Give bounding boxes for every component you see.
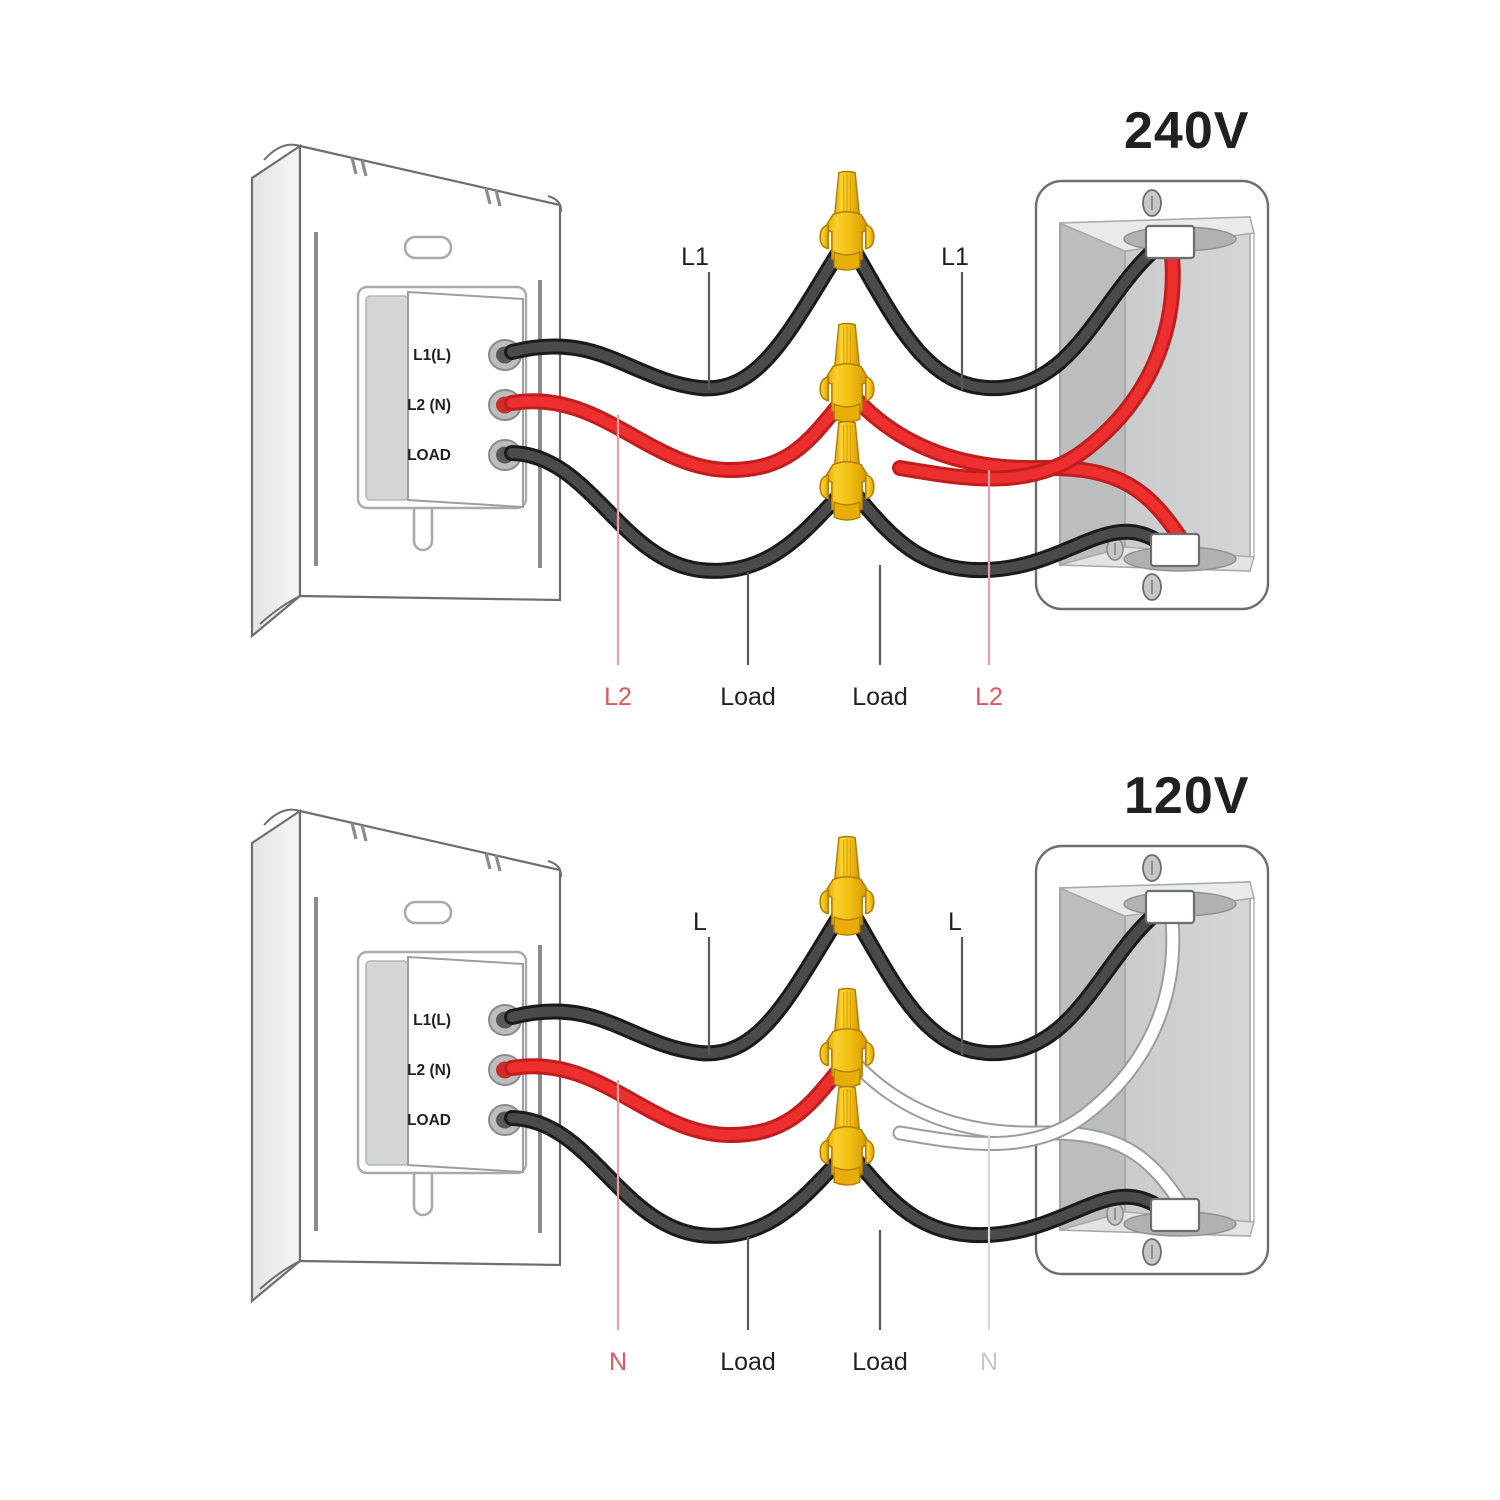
label-l2-left: L2 [604,683,632,711]
label-load-left-120v: Load [720,1348,776,1376]
plate-top-tabs [350,157,502,207]
terminal-label-l2-120v: L2 (N) [407,1062,451,1079]
diagram-120v: 120V L1 [250,767,1270,1376]
label-load-left: Load [720,683,776,711]
wall-switch-120v[interactable]: L1(L) L2 (N) LOAD [250,808,563,1304]
mounting-slot-top [403,235,453,260]
terminal-label-load: LOAD [407,447,451,464]
top-labels-120v: L L [693,908,964,1055]
label-l1-right: L1 [941,243,969,271]
label-l2-right: L2 [975,683,1003,711]
terminal-label-load-120v: LOAD [407,1112,451,1129]
label-l-left: L [693,908,707,936]
voltage-title-240v: 240V [1124,102,1249,160]
label-load-right-120v: Load [852,1348,908,1376]
label-l1-left: L1 [681,243,709,271]
terminal-label-l1-120v: L1(L) [413,1012,451,1029]
mounting-slot-top-120v [403,900,453,925]
top-labels-240v: L1 L1 [681,243,969,390]
bottom-labels-240v: L2 Load Load L2 [604,415,1003,711]
terminal-label-l2: L2 (N) [407,397,451,414]
label-l-right: L [948,908,962,936]
label-load-right: Load [852,683,908,711]
voltage-title-120v: 120V [1124,767,1249,825]
label-n-left: N [609,1348,627,1376]
diagram-240v: 240V [250,102,1270,711]
wires-240v [504,242,1193,579]
mounting-slot-bottom [412,500,434,552]
switch-rocker-paddle-120v[interactable] [365,960,409,1166]
wall-switch-240v[interactable]: L1(L) L2 (N) LOAD [250,143,563,639]
wires-120v [504,907,1193,1244]
switch-rocker-paddle[interactable] [365,295,409,501]
terminal-label-l1: L1(L) [413,347,451,364]
bottom-labels-120v: N Load Load N [609,1080,998,1376]
label-n-right: N [980,1348,998,1376]
plate-top-tabs-120v [350,822,502,872]
